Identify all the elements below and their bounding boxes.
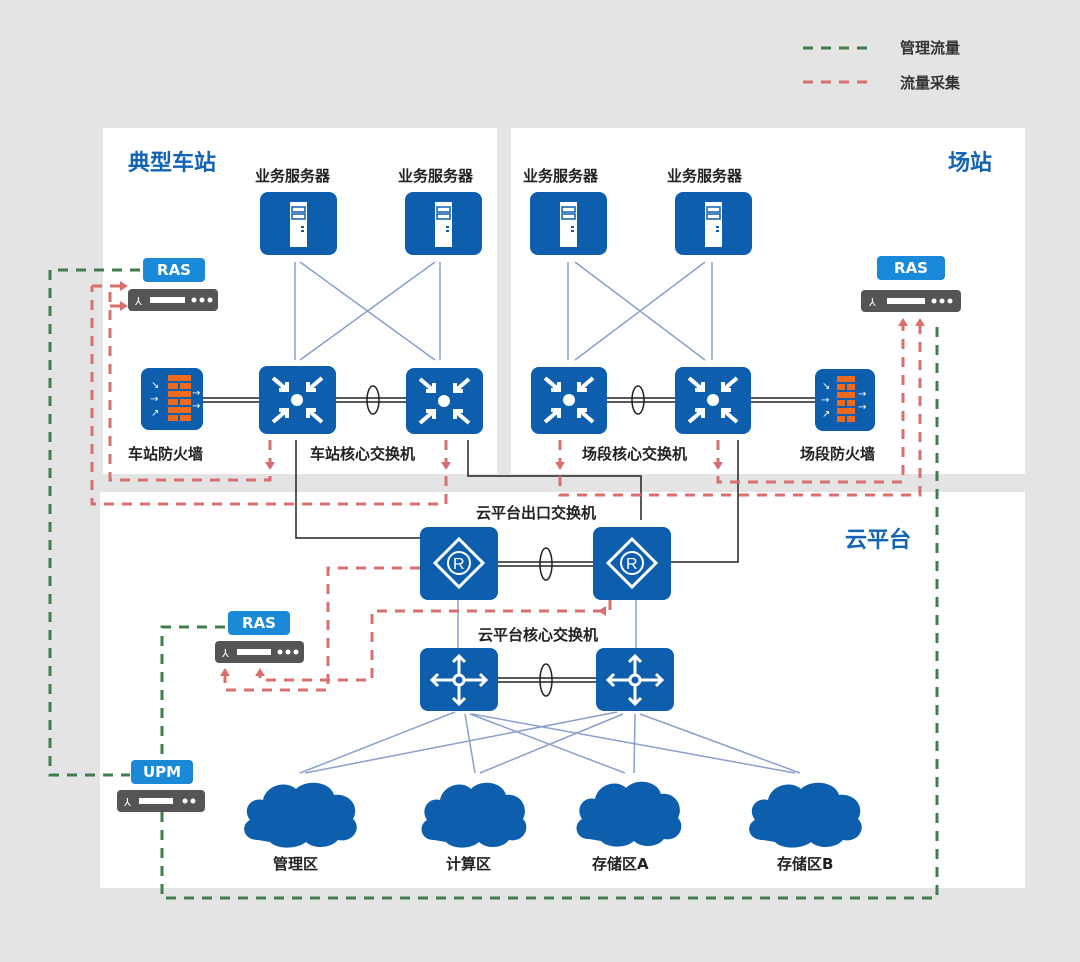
router-icon: R (605, 536, 659, 590)
server-icon (705, 202, 722, 247)
depot-title: 场站 (948, 151, 993, 176)
l3-switch-icon (605, 653, 665, 707)
station-core-switch-label: 车站核心交换机 (310, 445, 416, 463)
depot-firewall[interactable]: ↘ → ↗ → → (815, 369, 875, 431)
zone-storage-a[interactable] (571, 772, 686, 850)
zone-compute-label: 计算区 (446, 855, 492, 873)
svg-text:→: → (192, 388, 200, 399)
cloud-icon (244, 782, 357, 848)
zone-storage-b[interactable] (743, 775, 868, 850)
cloud-title: 云平台 (845, 528, 912, 553)
server-icon (435, 202, 452, 247)
station-server-2[interactable] (405, 192, 482, 255)
station-server-1[interactable] (260, 192, 337, 255)
station-ras-device[interactable]: ⅄ (128, 289, 218, 311)
depot-core-switch-label: 场段核心交换机 (582, 445, 688, 463)
svg-text:↗: ↗ (151, 408, 159, 419)
station-firewall[interactable]: ↘ → ↗ → → (141, 368, 203, 430)
server-icon (290, 202, 307, 247)
svg-text:→: → (821, 395, 829, 406)
svg-text:↘: ↘ (151, 380, 159, 391)
zone-compute[interactable] (416, 775, 531, 850)
cloud-core-switch-label: 云平台核心交换机 (478, 626, 599, 644)
core-switch-icon (687, 376, 739, 424)
depot-server-2[interactable] (675, 192, 752, 255)
station-core-switch-2[interactable] (406, 368, 483, 434)
firewall-icon: ↘ → ↗ → → (821, 376, 866, 422)
svg-text:→: → (150, 394, 158, 405)
depot-core-switch-2[interactable] (675, 367, 751, 434)
svg-text:R: R (453, 556, 465, 573)
zone-storage-a-label: 存储区A (592, 855, 649, 873)
server-icon (560, 202, 577, 247)
firewall-icon: ↘ → ↗ → → (150, 375, 200, 421)
depot-ras-badge: RAS (877, 256, 945, 280)
core-switch-icon (418, 377, 471, 425)
cloud-icon (576, 781, 682, 847)
svg-text:→: → (858, 402, 866, 413)
svg-text:R: R (626, 556, 638, 573)
svg-text:↗: ↗ (822, 409, 830, 420)
legend-collection-label: 流量采集 (900, 74, 961, 92)
svg-text:→: → (858, 389, 866, 400)
station-server-2-label: 业务服务器 (398, 167, 474, 185)
station-server-1-label: 业务服务器 (255, 167, 331, 185)
station-title: 典型车站 (128, 151, 217, 176)
cloud-icon (421, 782, 527, 848)
cloud-icon (749, 782, 862, 848)
core-switch-icon (271, 376, 324, 424)
appliance-icon: ⅄ (124, 796, 196, 809)
cloud-egress-switch-label: 云平台出口交换机 (476, 504, 597, 522)
cloud-ras-badge: RAS (228, 611, 290, 635)
cloud-egress-router-2[interactable]: R (593, 527, 671, 600)
cloud-ras-device[interactable]: ⅄ (215, 641, 304, 663)
core-switch-icon (543, 376, 595, 424)
depot-server-1[interactable] (530, 192, 607, 255)
cloud-core-switch-1[interactable] (420, 648, 498, 711)
svg-text:⅄: ⅄ (869, 296, 876, 309)
appliance-icon: ⅄ (135, 295, 213, 308)
upm-badge: UPM (131, 760, 193, 784)
depot-server-2-label: 业务服务器 (667, 167, 743, 185)
station-firewall-label: 车站防火墙 (128, 445, 204, 463)
l3-switch-icon (429, 653, 489, 707)
depot-ras-device[interactable]: ⅄ (861, 290, 961, 312)
depot-firewall-label: 场段防火墙 (800, 445, 876, 463)
svg-text:→: → (192, 401, 200, 412)
zone-management[interactable] (238, 775, 363, 850)
router-icon: R (432, 536, 486, 590)
upm-device[interactable]: ⅄ (117, 790, 205, 812)
appliance-icon: ⅄ (222, 647, 299, 660)
cloud-core-switch-2[interactable] (596, 648, 674, 711)
svg-text:⅄: ⅄ (124, 796, 131, 809)
depot-core-switch-1[interactable] (531, 367, 607, 434)
station-ras-badge: RAS (143, 258, 205, 282)
appliance-icon: ⅄ (869, 296, 953, 309)
svg-text:⅄: ⅄ (135, 295, 142, 308)
svg-text:↘: ↘ (822, 381, 830, 392)
cloud-egress-router-1[interactable]: R (420, 527, 498, 600)
depot-server-1-label: 业务服务器 (523, 167, 599, 185)
zone-management-label: 管理区 (273, 855, 319, 873)
legend-management-label: 管理流量 (900, 39, 961, 57)
station-core-switch-1[interactable] (259, 366, 336, 434)
svg-text:⅄: ⅄ (222, 647, 229, 660)
zone-storage-b-label: 存储区B (777, 855, 834, 873)
